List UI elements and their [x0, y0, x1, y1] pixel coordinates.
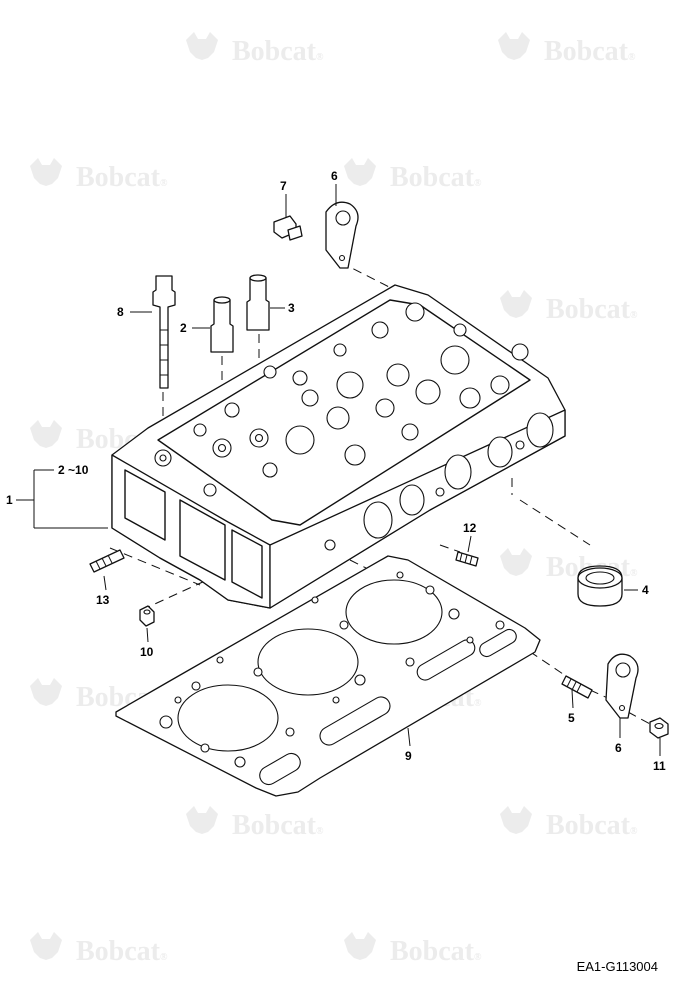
stud-bolt: [455, 551, 479, 567]
callout-1: 1: [6, 493, 13, 507]
nozzle-seal: [577, 565, 623, 607]
callout-12: 12: [463, 521, 477, 535]
watermark: Bobcat®: [344, 158, 482, 193]
callout-2-10: 2 ~10: [58, 463, 89, 477]
callout-8: 8: [117, 305, 124, 319]
cylinder-head: [111, 284, 566, 609]
svg-text:Bobcat®: Bobcat®: [232, 810, 324, 841]
svg-text:Bobcat®: Bobcat®: [544, 36, 636, 67]
watermark: Bobcat®: [186, 806, 324, 841]
watermark: Bobcat®: [30, 158, 168, 193]
callout-5: 5: [568, 711, 575, 725]
watermark: Bobcat®: [186, 32, 324, 67]
head-gasket: [115, 555, 541, 797]
callout-9: 9: [405, 749, 412, 763]
callout-6-bottom: 6: [615, 741, 622, 755]
svg-text:Bobcat®: Bobcat®: [546, 294, 638, 325]
lifting-bracket: [605, 653, 639, 719]
watermark: Bobcat®: [500, 806, 638, 841]
stud-bolt: [561, 675, 593, 699]
svg-text:Bobcat®: Bobcat®: [390, 162, 482, 193]
leader-lines: [16, 184, 661, 756]
lifting-bracket: [325, 201, 359, 269]
valve-guide: [246, 274, 270, 331]
svg-text:Bobcat®: Bobcat®: [76, 936, 168, 967]
watermark: Bobcat®: [344, 932, 482, 967]
callout-11: 11: [653, 759, 666, 773]
svg-text:Bobcat®: Bobcat®: [546, 810, 638, 841]
callout-labels: 1 2 ~10 2 3 4 5 6 6 7 8 9 10 11 12 13: [6, 169, 666, 773]
hex-nut: [649, 717, 669, 739]
callout-13: 13: [96, 593, 110, 607]
svg-text:Bobcat®: Bobcat®: [76, 162, 168, 193]
hex-nut: [139, 605, 155, 627]
callout-4: 4: [642, 583, 649, 597]
stud-bolt: [89, 549, 125, 573]
callout-7: 7: [280, 179, 287, 193]
drawing-code: EA1-G113004: [576, 959, 658, 974]
watermark: Bobcat®: [30, 932, 168, 967]
watermark: Bobcat®: [500, 290, 638, 325]
callout-6-top: 6: [331, 169, 338, 183]
valve-guide: [210, 296, 234, 353]
callout-2: 2: [180, 321, 187, 335]
svg-text:Bobcat®: Bobcat®: [232, 36, 324, 67]
watermark: Bobcat®: [498, 32, 636, 67]
bracket-bolt: [273, 215, 303, 241]
head-bolt: [152, 275, 176, 389]
callout-3: 3: [288, 301, 295, 315]
svg-text:Bobcat®: Bobcat®: [390, 936, 482, 967]
callout-10: 10: [140, 645, 154, 659]
